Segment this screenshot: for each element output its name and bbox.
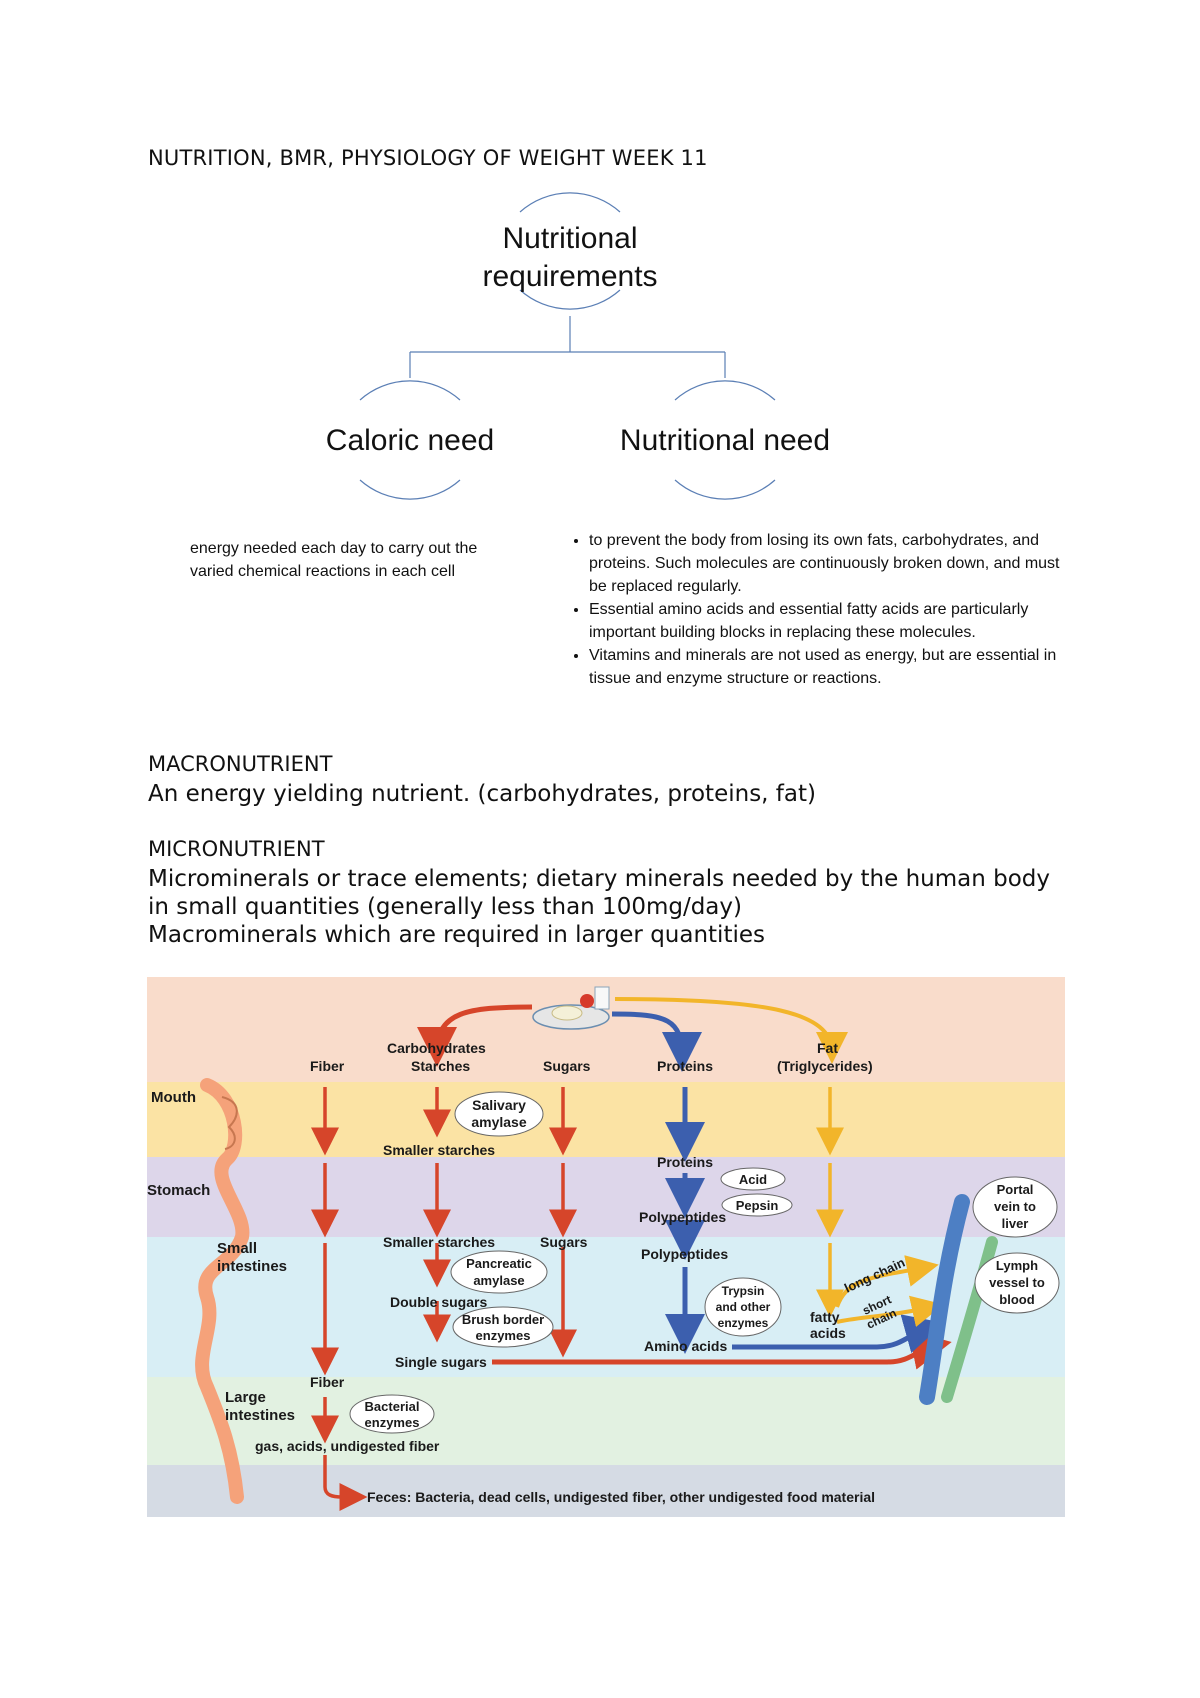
fat-curve-arrow <box>614 997 848 1064</box>
nutritional-need-node: Nutritional need <box>619 424 831 457</box>
enzyme-pancreatic-1: Pancreatic <box>466 1256 532 1271</box>
enzyme-trypsin-1: Trypsin <box>722 1284 765 1298</box>
mouth-face-icon <box>221 1096 238 1150</box>
document-title: NUTRITION, BMR, PHYSIOLOGY OF WEIGHT WEE… <box>148 146 708 170</box>
nutritional-bullet-3: Vitamins and minerals are not used as en… <box>589 644 1065 690</box>
zone-small-int-1: Small <box>217 1240 257 1257</box>
col-sugars: Sugars <box>543 1058 591 1074</box>
hierarchy-connectors <box>359 192 776 500</box>
micronutrient-line-1: Microminerals or trace elements; dietary… <box>148 866 1050 920</box>
enzyme-bacterial-1: Bacterial <box>365 1399 420 1414</box>
enzyme-brush-2: enzymes <box>476 1328 531 1343</box>
zone-mouth: Mouth <box>151 1089 196 1106</box>
portal-2: vein to <box>994 1199 1036 1214</box>
col-fat: Fat <box>817 1040 838 1056</box>
zone-stomach: Stomach <box>147 1182 210 1199</box>
hierarchy-lines <box>409 316 726 378</box>
col-carbohydrates: Carbohydrates <box>387 1040 486 1056</box>
caloric-need-node: Caloric need <box>325 424 495 457</box>
band-large-intestine <box>147 1377 1065 1465</box>
long-chain-arrow <box>835 1255 939 1308</box>
micronutrient-heading: MICRONUTRIENT <box>148 837 325 861</box>
enzyme-salivary-2: amylase <box>471 1114 526 1130</box>
amino-acid-absorption-arrow <box>732 1314 945 1353</box>
enzyme-acid: Acid <box>739 1172 767 1187</box>
enzyme-bacterial-2: enzymes <box>365 1415 420 1430</box>
macronutrient-heading: MACRONUTRIENT <box>148 752 333 776</box>
caloric-top-arc <box>359 380 461 401</box>
lymph-vessel-icon <box>941 1236 998 1403</box>
micronutrient-line-2: Macrominerals which are required in larg… <box>148 922 765 948</box>
enzyme-trypsin-3: enzymes <box>718 1316 769 1330</box>
enzyme-trypsin-2: and other <box>716 1300 771 1314</box>
micronutrient-text: Microminerals or trace elements; dietary… <box>148 865 1068 949</box>
zone-small-int-2: intestines <box>217 1258 287 1275</box>
protein-curve-arrow <box>611 1011 702 1072</box>
col-fiber: Fiber <box>310 1058 345 1074</box>
glass-icon <box>594 986 610 1010</box>
label-polypeptides: Polypeptides <box>639 1209 726 1225</box>
label-polypeptides-2: Polypeptides <box>641 1246 728 1262</box>
carb-curve-arrow <box>417 1004 533 1067</box>
label-sugars-2: Sugars <box>540 1234 588 1250</box>
label-single-sugars: Single sugars <box>395 1354 487 1370</box>
label-amino-acids: Amino acids <box>644 1338 727 1354</box>
label-gas: gas, acids, undigested fiber <box>255 1438 440 1454</box>
nutritional-bottom-arc <box>674 479 776 500</box>
label-proteins-2: Proteins <box>657 1154 713 1170</box>
root-node: Nutritional requirements <box>420 220 720 296</box>
label-fiber-2: Fiber <box>310 1374 345 1390</box>
digestion-pathway-figure: Mouth Stomach Small intestines Large int… <box>147 977 1065 1517</box>
label-fatty-acids-2: acids <box>810 1325 846 1341</box>
enzyme-pepsin: Pepsin <box>736 1198 779 1213</box>
enzyme-brush-1: Brush border <box>462 1312 544 1327</box>
nutritional-need-list: to prevent the body from losing its own … <box>565 529 1065 690</box>
fiber-arrows <box>311 1087 368 1511</box>
nutritional-bullet-2: Essential amino acids and essential fatt… <box>589 598 1065 644</box>
label-smaller-starches: Smaller starches <box>383 1142 495 1158</box>
caloric-need-description: energy needed each day to carry out the … <box>190 540 478 580</box>
nutritional-bullet-1: to prevent the body from losing its own … <box>589 529 1065 598</box>
band-feces <box>147 1465 1065 1517</box>
enzyme-pancreatic-2: amylase <box>473 1273 524 1288</box>
col-proteins: Proteins <box>657 1058 713 1074</box>
lymph-3: blood <box>999 1292 1034 1307</box>
portal-vein-icon <box>919 1194 970 1405</box>
portal-1: Portal <box>997 1182 1034 1197</box>
label-double-sugars: Double sugars <box>390 1294 487 1310</box>
root-top-arc <box>519 192 621 213</box>
zone-large-int-1: Large <box>225 1389 266 1406</box>
root-line-1: Nutritional <box>502 222 638 255</box>
label-feces: Feces: Bacteria, dead cells, undigested … <box>367 1489 875 1505</box>
root-bottom-arc <box>519 289 621 310</box>
band-stomach <box>147 1157 1065 1237</box>
label-fatty-acids-1: fatty <box>810 1309 840 1325</box>
band-mouth <box>147 1082 1065 1157</box>
root-line-2: requirements <box>482 260 658 293</box>
macronutrient-text: An energy yielding nutrient. (carbohydra… <box>148 781 816 807</box>
portal-3: liver <box>1002 1216 1029 1231</box>
col-triglycerides: (Triglycerides) <box>777 1058 873 1074</box>
apple-icon <box>580 994 594 1008</box>
nutritional-top-arc <box>674 380 776 401</box>
caloric-bottom-arc <box>359 479 461 500</box>
short-chain-arrow <box>836 1295 944 1327</box>
enzyme-bubbles <box>349 1091 1060 1434</box>
label-smaller-starches-2: Smaller starches <box>383 1234 495 1250</box>
enzyme-salivary-1: Salivary <box>472 1097 526 1113</box>
lymph-2: vessel to <box>989 1275 1045 1290</box>
lymph-1: Lymph <box>996 1258 1038 1273</box>
digestive-tract-icon <box>195 1078 250 1504</box>
zone-large-int-2: intestines <box>225 1407 295 1424</box>
col-starches: Starches <box>411 1058 470 1074</box>
nutritional-need-description: to prevent the body from losing its own … <box>565 529 1065 690</box>
